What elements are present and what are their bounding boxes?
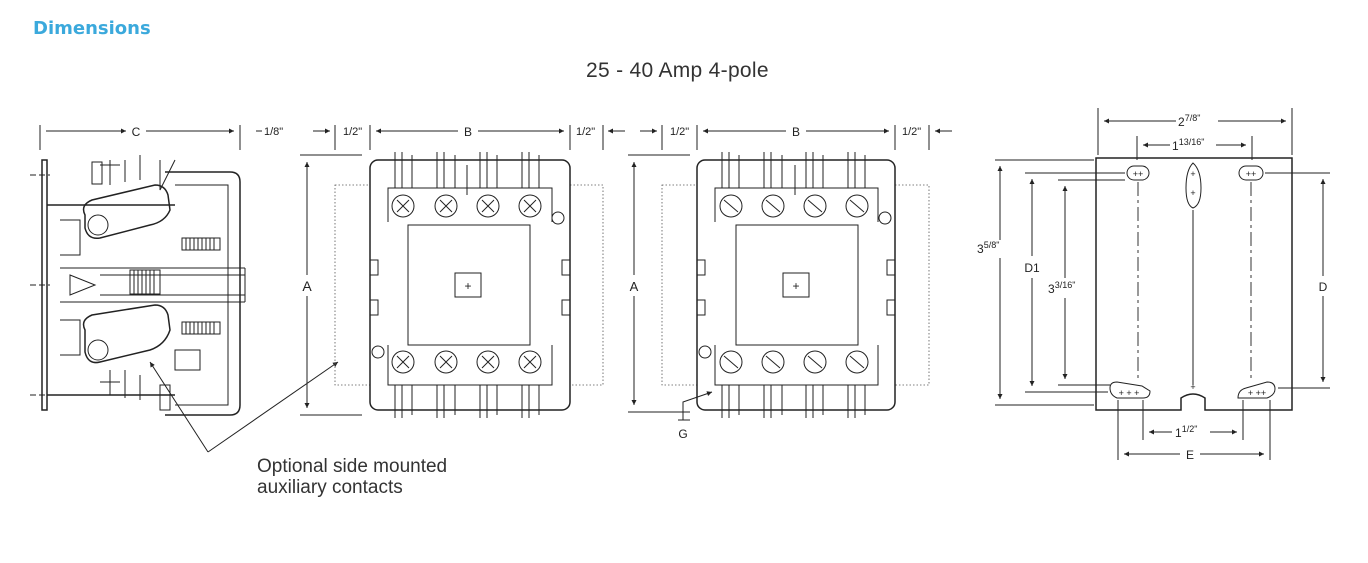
svg-text:++: ++ xyxy=(1133,169,1144,179)
dim-e-label: E xyxy=(1186,448,1194,462)
dim-bottom-spacing: 11/2" xyxy=(1175,424,1197,440)
dim-b-label-1: B xyxy=(464,125,472,139)
dim-b-label-2: B xyxy=(792,125,800,139)
top-terminals-2 xyxy=(714,152,892,225)
bottom-terminals-2 xyxy=(698,345,879,418)
dim-half-right-2: 1/2" xyxy=(902,126,921,138)
svg-text:+: + xyxy=(464,279,471,293)
dim-eighth-label: 1/8" xyxy=(264,126,283,138)
dim-g-label: G xyxy=(678,427,687,441)
dim-half-left-1: 1/2" xyxy=(343,126,362,138)
side-view: C 1/8" xyxy=(30,125,339,453)
svg-text:+: + xyxy=(1190,188,1195,198)
diagram-subtitle: 25 - 40 Amp 4-pole xyxy=(586,59,769,82)
note-line-2: auxiliary contacts xyxy=(257,477,403,498)
dim-slot-spacing: 113/16" xyxy=(1172,137,1204,153)
dim-inner-height: 33/16" xyxy=(1048,280,1075,296)
bottom-terminals-1 xyxy=(371,345,553,418)
dim-width: 27/8" xyxy=(1178,113,1200,129)
dim-d-label: D xyxy=(1319,280,1328,294)
coil-winding xyxy=(129,237,221,335)
mounting-plate xyxy=(1095,157,1293,411)
dim-half-right-1: 1/2" xyxy=(576,126,595,138)
aux-switch-top xyxy=(82,155,176,240)
aux-contacts-note: Optional side mounted auxiliary contacts xyxy=(257,456,447,498)
top-terminals-1 xyxy=(387,152,565,225)
front-view-2: 1/2" B 1/2" A + xyxy=(628,125,952,441)
svg-text:+: + xyxy=(1190,169,1195,179)
dim-d1-label: D1 xyxy=(1024,261,1040,275)
svg-text:+ ++: + ++ xyxy=(1248,388,1266,398)
dim-overall-height: 35/8" xyxy=(977,240,999,256)
svg-text:++: ++ xyxy=(1246,169,1257,179)
dim-c-label: C xyxy=(132,125,141,139)
note-line-1: Optional side mounted xyxy=(257,456,448,477)
svg-text:+: + xyxy=(792,279,799,293)
section-heading: Dimensions xyxy=(33,18,151,39)
front-view-1: 1/2" B 1/2" A + xyxy=(300,125,625,418)
mounting-view: 27/8" 113/16" ++ ++ + + + + + + ++ + xyxy=(977,108,1330,462)
dim-a-label-1: A xyxy=(302,278,312,294)
dim-half-left-2: 1/2" xyxy=(670,126,689,138)
svg-text:+: + xyxy=(1190,382,1195,392)
svg-text:+ + +: + + + xyxy=(1119,388,1140,398)
dim-a-label-2: A xyxy=(630,279,639,294)
